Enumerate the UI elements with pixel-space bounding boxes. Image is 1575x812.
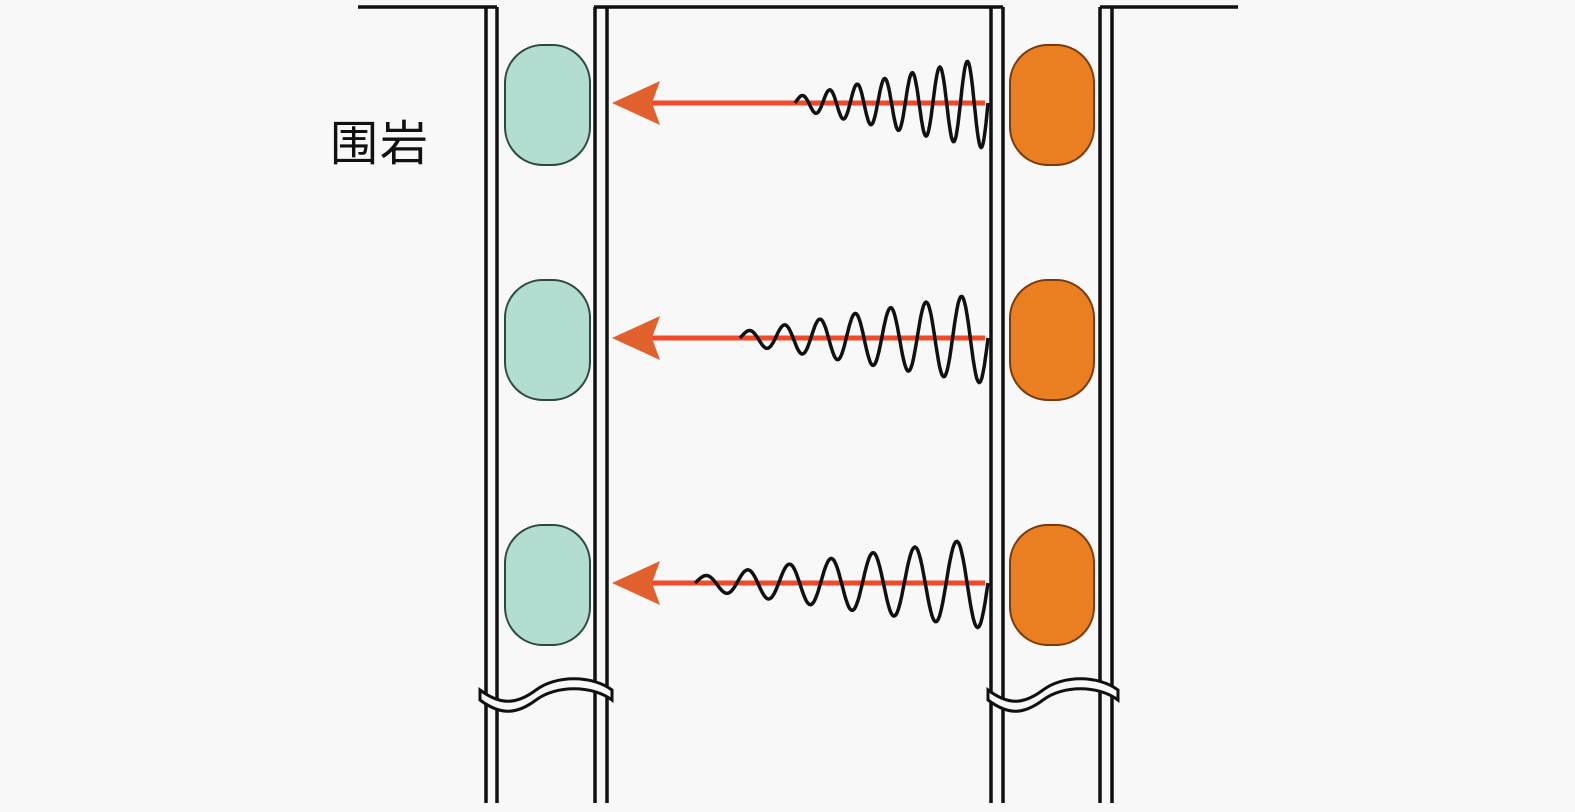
break-symbol bbox=[986, 677, 1120, 713]
spring bbox=[738, 294, 990, 385]
spring bbox=[693, 539, 990, 630]
spring bbox=[793, 59, 990, 150]
anchor-plate-left bbox=[504, 279, 591, 401]
break-symbol bbox=[478, 677, 614, 713]
anchor-row bbox=[504, 524, 1095, 646]
anchor-plate-right bbox=[1009, 524, 1095, 646]
arrow-head-icon bbox=[612, 316, 660, 360]
anchor-plate-left bbox=[504, 524, 591, 646]
surrounding-rock-label: 围岩 bbox=[330, 116, 431, 172]
anchor-plate-right bbox=[1009, 279, 1095, 401]
borehole-walls bbox=[358, 5, 1238, 803]
anchor-row bbox=[504, 44, 1095, 166]
anchor-rows bbox=[504, 44, 1095, 646]
arrow-head-icon bbox=[612, 561, 660, 605]
anchor-row bbox=[504, 279, 1095, 401]
arrow-head-icon bbox=[612, 81, 660, 125]
anchor-plate-right bbox=[1009, 44, 1095, 166]
anchor-plate-left bbox=[504, 44, 591, 166]
